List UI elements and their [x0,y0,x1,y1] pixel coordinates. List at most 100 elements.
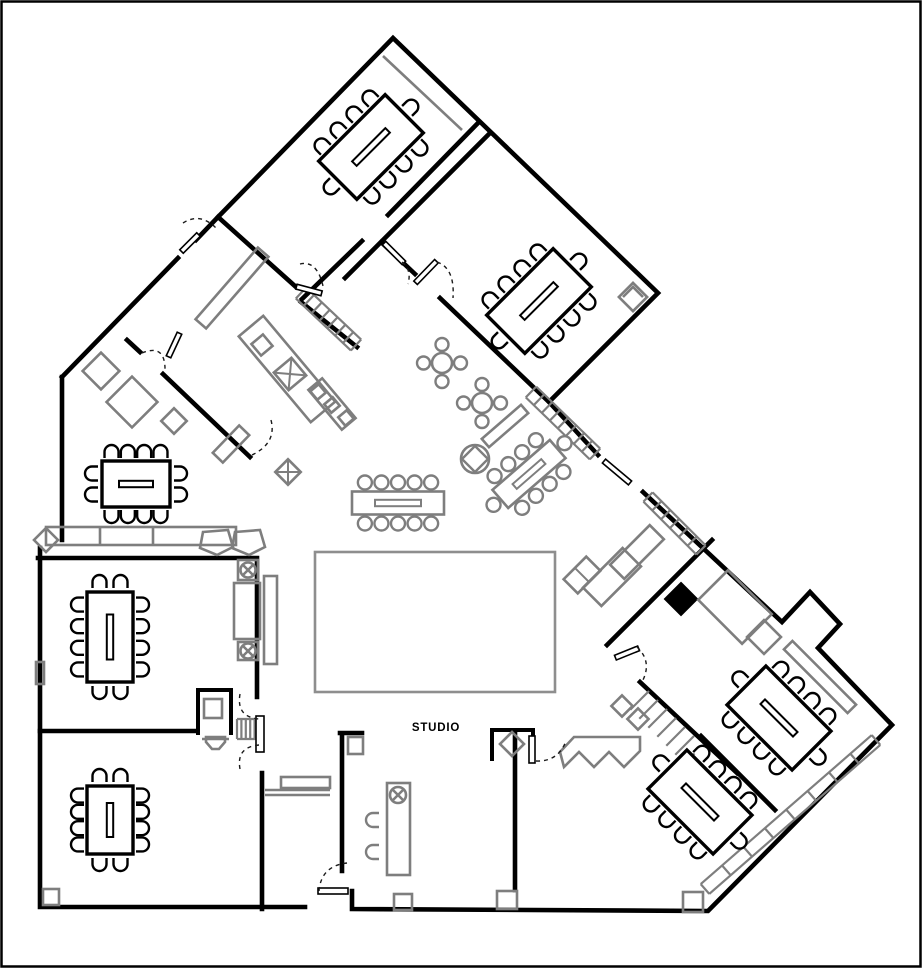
table-inlay [105,802,115,838]
door-notch [622,285,644,298]
furniture-layer [69,89,837,873]
cafe-table-1 [415,336,469,390]
chair-icon [136,661,151,678]
chair-icon [135,443,153,458]
chair-icon [373,474,390,491]
chair-icon [69,787,84,804]
chair-icon [136,819,151,837]
chair-icon [103,443,120,458]
chair-icon [112,858,129,873]
column-diamond [663,581,699,617]
corner-square [495,889,519,911]
fixture-rect [479,402,531,450]
hatch-band [699,734,882,895]
corner-square [681,890,705,914]
door-leaves [165,231,641,895]
chair-icon [486,467,503,485]
chair-icon [152,510,169,525]
fixture-rect [745,618,783,656]
hatch-band [524,385,602,461]
chair-icon [322,177,341,196]
chair-icon [818,707,837,726]
conference-table-southeast [642,744,758,860]
closet-square [346,735,365,756]
conference-table-mid-left [69,573,151,701]
chair-icon [729,831,748,850]
chair-icon [434,336,450,353]
chair-icon [652,754,671,773]
chair-icon [112,686,129,701]
chair-icon [474,376,490,393]
studio-room-label: STUDIO [412,722,460,734]
chair-icon [69,836,84,853]
chair-icon [410,138,429,157]
chair-icon [721,710,740,729]
table-inlay [374,498,422,508]
chair-icon [378,170,397,189]
chair-icon [91,858,108,873]
chair-icon [541,475,558,493]
chair-icon [513,259,532,278]
chair-icon [406,515,423,532]
chair-icon [752,741,772,760]
conference-table-top-right [481,243,597,359]
chair-icon [642,794,661,813]
table-inlay [118,479,154,489]
chair-icon [490,331,509,350]
chair-icon [356,515,374,532]
table-inlay [759,698,799,738]
chair-icon [83,486,98,503]
chair-icon [415,355,432,371]
table-inlay [105,613,115,661]
chair-icon [556,434,573,452]
door-box-inner-square [202,697,224,720]
hatch-band [642,491,707,556]
fixture-rect [561,554,603,596]
reception-counter [32,525,267,557]
table-inlay [511,457,547,491]
fixture-rect [308,382,328,402]
fixture-rect [336,408,356,428]
conference-table-top-left [313,89,429,205]
fixture-rect [104,374,160,430]
studio-void-outline [313,550,557,694]
chair-icon [452,355,469,371]
chair-icon [345,105,364,124]
chair-icon [103,510,120,525]
lounge-table-diagonal [485,432,573,516]
fixture-rect [249,332,275,358]
glass-line-top-room [382,55,463,131]
chair-icon [513,499,531,516]
chair-icon [136,787,151,804]
conference-table-east [721,660,837,776]
chair-icon [364,811,379,829]
lounge-table-center [350,474,446,532]
chair-icon [313,137,332,156]
cafe-table-3 [459,443,491,475]
chair-icon [422,474,440,491]
chair-icon [69,639,84,657]
fixture-rect [271,355,309,393]
cabinet-stack [232,558,279,666]
chair-icon [112,767,129,782]
chair-icon [527,432,545,449]
chair-icon [174,465,189,482]
credenza [265,775,332,797]
fixture-rect [617,281,649,313]
table-inlay [680,782,720,822]
chair-icon [455,395,472,411]
chair-icon [136,803,151,821]
chair-icon [530,340,549,359]
stool-chair [198,528,235,557]
chair-icon [389,515,407,532]
chair-icon [673,825,693,844]
fixture-rect [608,523,666,581]
chair-icon [69,803,84,821]
chair-icon [529,243,548,262]
chair-icon [739,791,758,810]
fixture-rect [193,245,271,331]
chair-icon [485,496,502,514]
chair-icon [434,373,450,390]
chair-icon [481,291,500,310]
chair-icon [364,843,379,861]
